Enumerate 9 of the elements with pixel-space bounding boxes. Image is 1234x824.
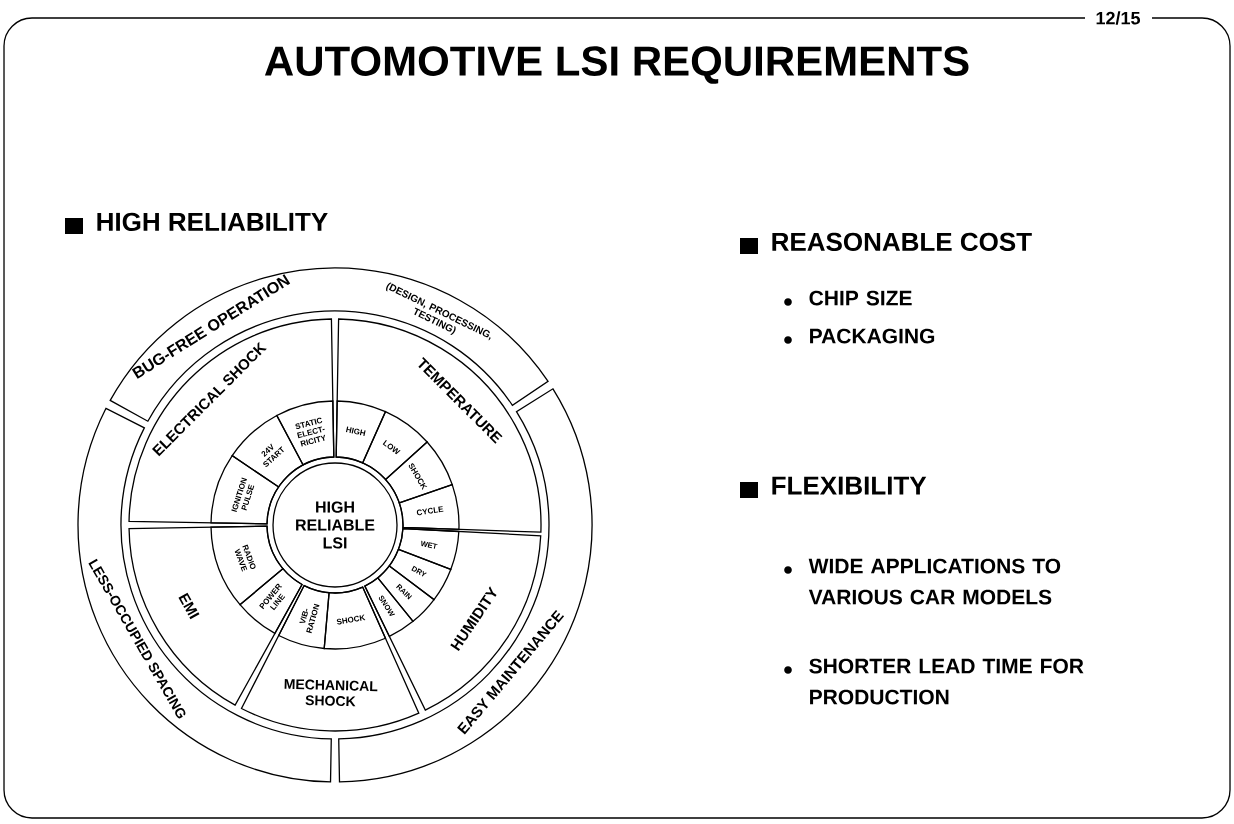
page-number: 12/15 <box>1092 8 1144 28</box>
bullet-text: WIDE APPLICATIONS TO VARIOUS CAR MODELS <box>808 558 1061 605</box>
heading: HIGH RELIABILITY <box>97 212 328 232</box>
bullet-text: PACKAGING <box>810 328 935 344</box>
heading: REASONABLE COST <box>772 232 1032 252</box>
heading: FLEXIBILITY <box>772 476 927 495</box>
bullet-text: SHORTER LEAD TIME FOR PRODUCTION <box>809 658 1084 705</box>
bullet-text: CHIP SIZE <box>809 290 912 306</box>
title: AUTOMOTIVE LSI REQUIREMENTS <box>264 46 969 84</box>
